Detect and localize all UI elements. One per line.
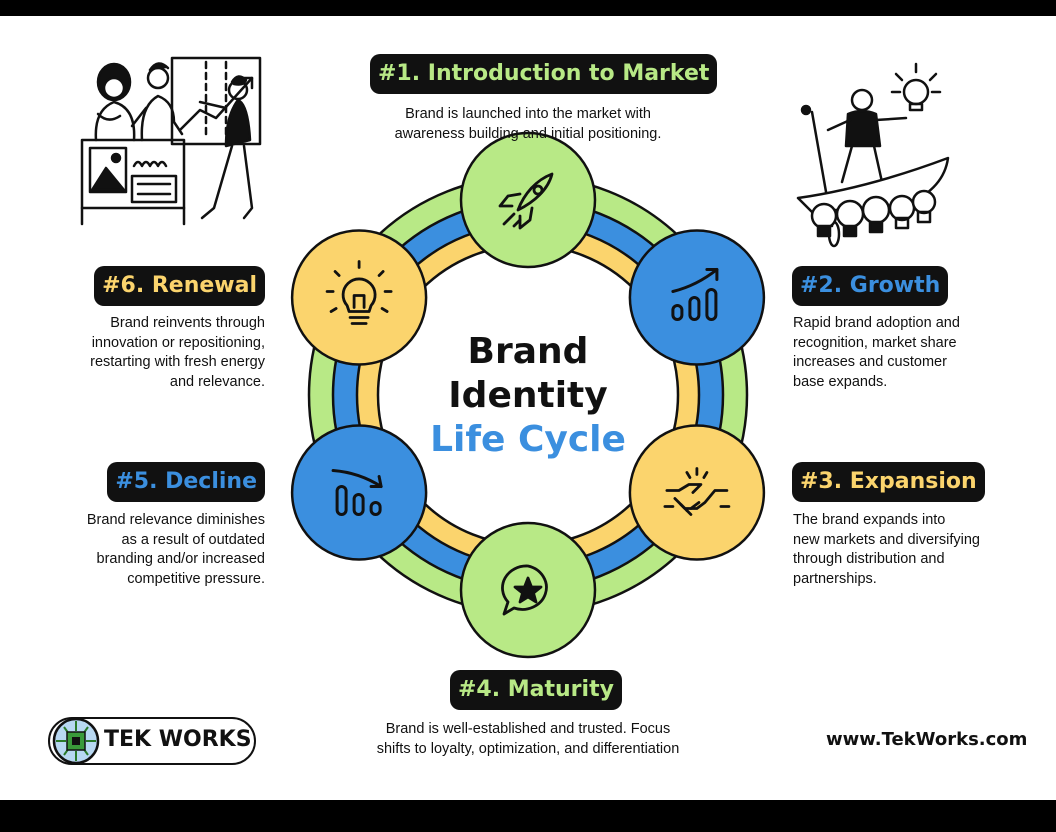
stage-3-desc-line: partnerships. [793,570,877,587]
stage-6-desc-line: restarting with fresh energy [90,354,265,370]
stage-2-desc-line: base expands. [793,373,888,390]
circuit-chip-icon [52,717,100,765]
stage-3-description: The brand expands into new markets and d… [793,511,1033,589]
stage-6-label: #6. Renewal [94,266,265,306]
stage-4-description: Brand is well-established and trusted. F… [340,720,716,759]
title-line-identity: Identity [448,375,608,416]
stage-2-desc-line: Rapid brand adoption and [793,315,960,331]
stage-6-desc-line: and relevance. [169,373,265,390]
stage-4-circle [459,521,597,659]
stage-5-description: Brand relevance diminishes as a result o… [25,511,265,589]
stage-3-circle [628,424,766,561]
tek-works-logo: TEK WORKS [48,717,256,765]
stage-4-desc-line: shifts to loyalty, optimization, and dif… [376,740,680,757]
website-url: www.TekWorks.com [826,729,1028,750]
title-line-brand: Brand [467,331,589,372]
stage-3-label: #3. Expansion [792,462,985,502]
stage-2-desc-line: recognition, market share [793,334,957,351]
stage-6-description: Brand reinvents through innovation or re… [25,314,265,392]
stage-4-desc-line: Brand is well-established and trusted. F… [385,721,671,737]
stage-1-description: Brand is launched into the market with a… [368,105,688,144]
stage-4-label: #4. Maturity [450,670,622,710]
infographic-page: Brand Identity Life Cycle #1. Introducti… [0,16,1056,800]
growth-chart-icon [671,268,719,321]
stage-5-desc-line: as a result of outdated [121,531,266,548]
lightbulb-boat-illustration [796,62,950,248]
stage-3-desc-line: The brand expands into [793,512,946,528]
stage-1-desc-line: Brand is launched into the market with [405,106,651,122]
stage-2-circle [628,229,766,366]
stage-5-desc-line: competitive pressure. [127,570,265,587]
stage-5-circle [290,424,428,561]
stage-1-circle [459,131,597,269]
stage-6-circle [290,229,428,366]
stage-5-desc-line: branding and/or increased [96,551,265,567]
decline-chart-icon [331,469,383,516]
life-cycle-ring [290,131,766,659]
stage-3-desc-line: through distribution and [793,551,945,567]
stage-6-desc-line: innovation or repositioning, [91,334,265,351]
stage-5-label: #5. Decline [107,462,265,502]
stage-5-desc-line: Brand relevance diminishes [86,512,265,528]
stage-1-desc-line: awareness building and initial positioni… [394,125,662,142]
title-line-life-cycle: Life Cycle [430,419,626,460]
logo-text: TEK WORKS [104,727,252,752]
stage-1-label: #1. Introduction to Market [370,54,718,94]
stage-3-desc-line: new markets and diversifying [793,531,980,548]
stage-6-desc-line: Brand reinvents through [110,315,265,331]
star-speech-bubble-icon [501,564,548,616]
rocket-icon [498,172,554,230]
handshake-icon [663,467,731,516]
team-presentation-illustration [80,56,262,226]
lightbulb-icon [325,260,393,325]
stage-2-description: Rapid brand adoption and recognition, ma… [793,314,1023,392]
stage-2-label: #2. Growth [792,266,949,306]
stage-2-desc-line: increases and customer [793,354,947,370]
